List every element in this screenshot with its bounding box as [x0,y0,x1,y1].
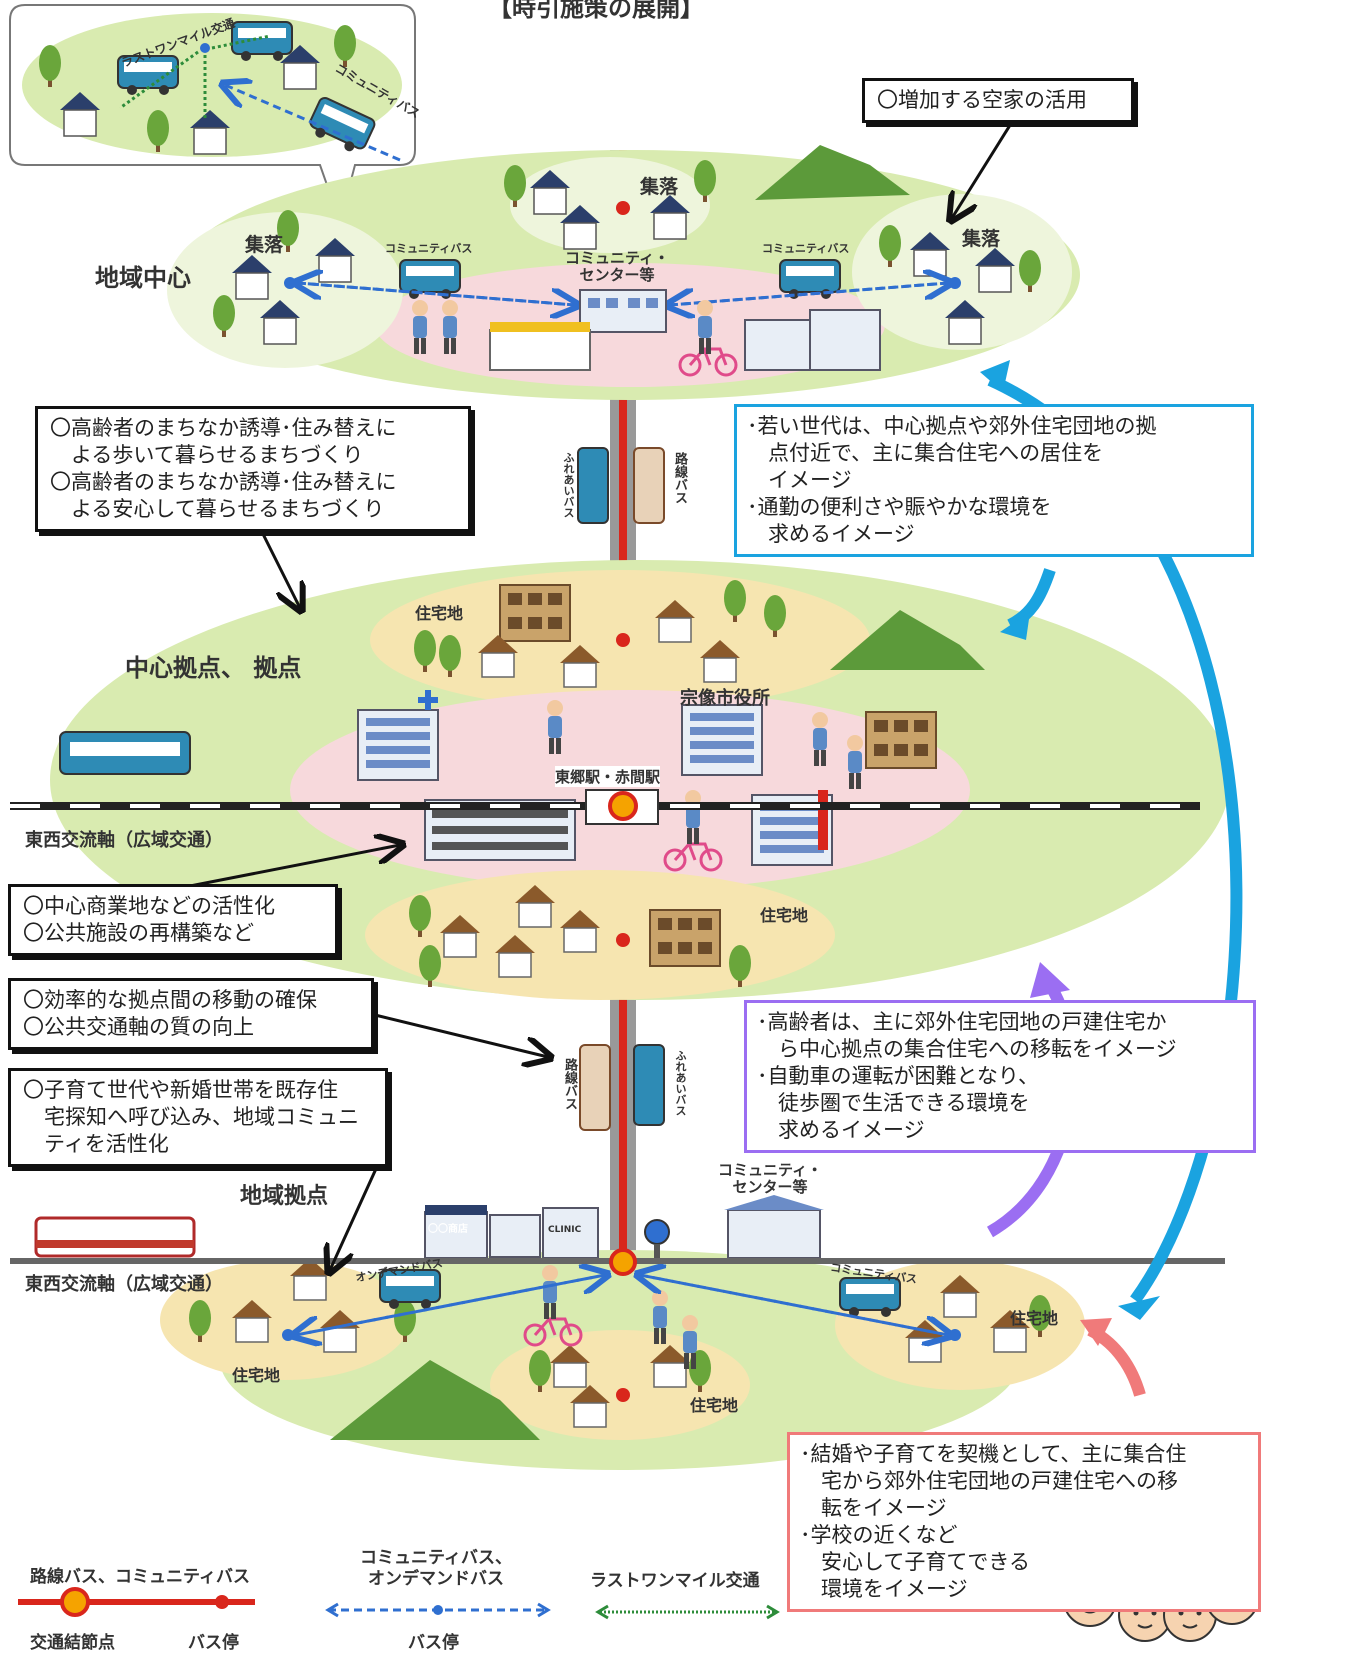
label-east-west-axis-1: 東西交流軸（広域交通） [25,830,223,851]
label-community-bus-right: コミュニティバス [762,242,850,255]
box-line: 点付近で、主に集合住宅への居住を [747,441,1104,465]
callout-line: よる安心して暮らせるまちづくり [50,497,385,521]
legend-node: 交通結節点 [30,1633,115,1653]
label-central-hub: 中心拠点、 拠点 [125,654,302,682]
label-residential-lower-center: 住宅地 [690,1396,739,1415]
label-station: 東郷駅・赤間駅 [555,766,661,787]
transit-node [609,1248,637,1276]
bus-stop [616,1388,630,1402]
callout-line: 〇公共交通軸の質の向上 [23,1015,254,1039]
inset-bubble [9,4,416,226]
callout-vacant-text: 〇増加する空家の活用 [877,88,1087,112]
label-hamlet-center: 集落 [640,176,679,198]
box-line: ･若い世代は、中心拠点や郊外住宅団地の拠 [747,414,1157,438]
callout-line: 〇効率的な拠点間の移動の確保 [23,988,317,1012]
label-community-center-bottom: コミュニティ・ センター等 [718,1161,823,1196]
legend-route-bus: 路線バス、コミュニティバス [30,1567,250,1587]
label-fureai-bus-lower: ふれあいバス [674,1050,687,1116]
label-residential-lower-left: 住宅地 [232,1366,281,1385]
bus-stop [616,933,630,947]
bus-stop [616,633,630,647]
box-line: 求めるイメージ [747,522,915,546]
callout-line: よる歩いて暮らせるまちづくり [50,443,364,467]
route-buses-upper [577,447,665,524]
label-route-bus-lower: 路線バス [562,1058,577,1110]
box-line: 安心して子育てできる [800,1550,1030,1574]
label-residential-lower-right: 住宅地 [1010,1309,1059,1328]
label-residential-mid: 住宅地 [760,906,809,925]
arrow-transport [374,1013,548,1057]
legend-last-mile: ラストワンマイル交通 [590,1571,760,1591]
label-residential-upper: 住宅地 [415,604,464,623]
regional-center-zone [167,145,1080,400]
callout-commercial: 〇中心商業地などの活性化 〇公共施設の再構築など [8,884,338,956]
label-city-hall: 宗像市役所 [680,688,770,709]
arrow-elderly [260,531,300,608]
regional-hub-zone [34,1195,1085,1470]
arrow-families [330,1159,382,1270]
bus-stop [616,201,630,215]
callout-line: 〇公共施設の再構築など [23,921,254,945]
box-line: ･自動車の運転が困難となり、 [757,1064,1040,1088]
callout-line: 宅探知へ呼び込み、地域コミュニ [23,1105,359,1129]
box-young-generation: ･若い世代は、中心拠点や郊外住宅団地の拠 点付近で、主に集合住宅への居住を イメ… [734,404,1254,557]
legend-community-ondemand: コミュニティバス、 オンデマンドバス [360,1548,512,1589]
box-line: ･高齢者は、主に郊外住宅団地の戸建住宅か [757,1010,1167,1034]
box-elderly: ･高齢者は、主に郊外住宅団地の戸建住宅か ら中心拠点の集合住宅への移転をイメージ… [744,1000,1256,1153]
label-community-bus-left: コミュニティバス [385,242,473,255]
callout-vacant-houses: 〇増加する空家の活用 [862,78,1134,123]
callout-line: 〇子育て世代や新婚世帯を既存住 [23,1078,338,1102]
callout-line: 〇中心商業地などの活性化 [23,894,275,918]
blue-arrow-inner [1007,568,1056,631]
box-line: ･学校の近くなど [800,1523,958,1547]
label-hamlet-right: 集落 [962,228,1001,250]
callout-transport: 〇効率的な拠点間の移動の確保 〇公共交通軸の質の向上 [8,978,374,1050]
arrow-commercial [189,845,400,888]
transit-node [608,791,638,821]
label-east-west-axis-2: 東西交流軸（広域交通） [25,1274,223,1295]
label-route-bus-upper: 路線バス [672,452,687,504]
label-fureai-bus-upper: ふれあいバス [562,452,575,518]
legend-bus-stop: バス停 [188,1633,239,1653]
callout-elderly-guidance: 〇高齢者のまちなか誘導･住み替えに よる歩いて暮らせるまちづくり 〇高齢者のまち… [35,406,471,532]
label-clinic: CLINIC [548,1225,582,1235]
box-line: 徒歩圏で生活できる環境を [757,1091,1030,1115]
label-regional-center: 地域中心 [95,264,191,292]
legend-bus-stop-2: バス停 [408,1633,459,1653]
diagram-title: 【時引施策の展開】 [488,0,704,22]
label-community-center-top: コミュニティ・ センター等 [565,249,670,284]
callout-line: 〇高齢者のまちなか誘導･住み替えに [50,470,397,494]
box-line: 求めるイメージ [757,1118,925,1142]
box-line: 転をイメージ [800,1496,947,1520]
label-shop: 〇〇商店 [428,1224,468,1235]
box-line: ･通勤の便利さや賑やかな環境を [747,495,1052,519]
box-line: 環境をイメージ [800,1577,968,1601]
box-line: ･結婚や子育てを契機として、主に集合住 [800,1442,1187,1466]
callout-families: 〇子育て世代や新婚世帯を既存住 宅探知へ呼び込み、地域コミュニ ティを活性化 [8,1068,388,1167]
box-line: ら中心拠点の集合住宅への移転をイメージ [757,1037,1177,1061]
box-families: ･結婚や子育てを契機として、主に集合住 宅から郊外住宅団地の戸建住宅への移 転を… [787,1432,1261,1612]
box-line: 宅から郊外住宅団地の戸建住宅への移 [800,1469,1178,1493]
label-regional-hub: 地域拠点 [240,1184,329,1209]
box-line: イメージ [747,468,852,492]
label-hamlet-left: 集落 [245,234,284,256]
legend-graphics [18,1587,780,1620]
callout-line: 〇高齢者のまちなか誘導･住み替えに [50,416,397,440]
callout-line: ティを活性化 [23,1132,169,1156]
arrow-vacant [952,121,1014,218]
route-buses-lower [579,1044,665,1131]
